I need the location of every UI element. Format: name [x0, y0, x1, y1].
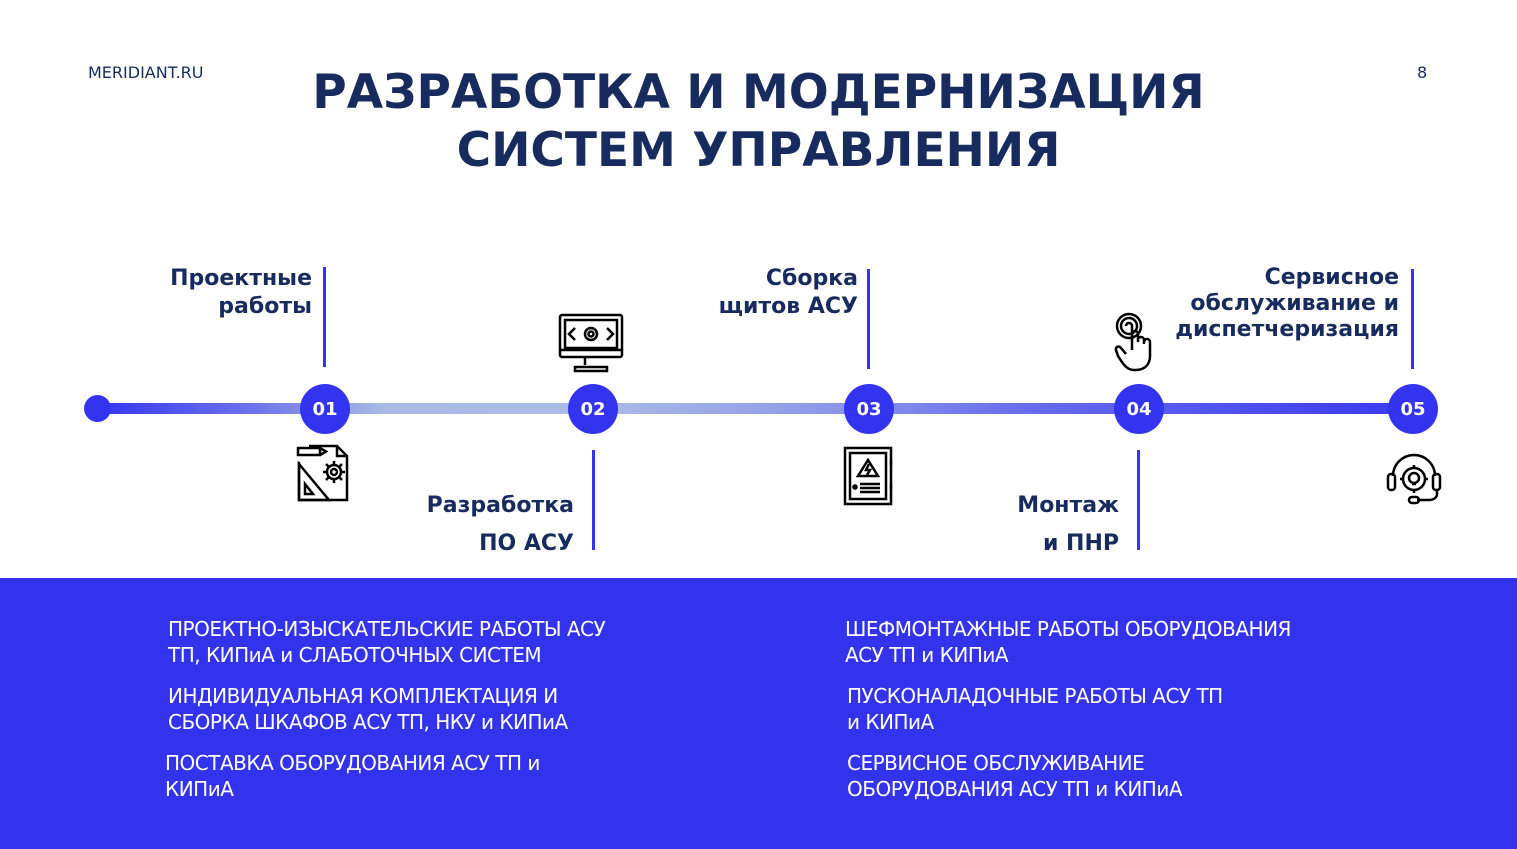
service-line: ИНДИВИДУАЛЬНАЯ КОМПЛЕКТАЦИЯ И — [168, 684, 558, 708]
step-04-node: 04 — [1114, 384, 1164, 434]
label-line: Монтаж — [1017, 493, 1119, 518]
service-line: СЕРВИСНОЕ ОБСЛУЖИВАНИЕ — [847, 751, 1145, 775]
service-line: ПРОЕКТНО-ИЗЫСКАТЕЛЬСКИЕ РАБОТЫ АСУ — [168, 617, 606, 641]
step-05-label: Сервисное обслуживание и диспетчеризация — [1175, 265, 1399, 343]
step-02-label: Разработка ПО АСУ — [427, 487, 574, 563]
service-line: ШЕФМОНТАЖНЫЕ РАБОТЫ ОБОРУДОВАНИЯ — [845, 617, 1291, 641]
step-03-label: Сборка щитов АСУ — [719, 265, 858, 321]
label-line: Сервисное — [1264, 265, 1399, 290]
service-line: и КИПиА — [847, 710, 934, 734]
service-item: ПОСТАВКА ОБОРУДОВАНИЯ АСУ ТП и КИПиА — [165, 750, 540, 802]
timeline-start-dot — [84, 395, 111, 422]
label-line: Сборка — [765, 266, 858, 291]
label-line: щитов АСУ — [718, 294, 858, 319]
label-line: обслуживание и — [1190, 291, 1399, 316]
service-item: ШЕФМОНТАЖНЫЕ РАБОТЫ ОБОРУДОВАНИЯ АСУ ТП … — [845, 616, 1291, 668]
step-01-bar — [323, 267, 326, 367]
service-item: ПРОЕКТНО-ИЗЫСКАТЕЛЬСКИЕ РАБОТЫ АСУ ТП, К… — [168, 616, 606, 668]
service-line: СБОРКА ШКАФОВ АСУ ТП, НКУ и КИПиА — [168, 710, 568, 734]
label-line: диспетчеризация — [1175, 317, 1399, 342]
step-03-node: 03 — [844, 384, 894, 434]
title-line-1: РАЗРАБОТКА И МОДЕРНИЗАЦИЯ — [312, 65, 1205, 120]
hand-touch-icon — [1114, 312, 1152, 372]
step-04-label: Монтаж и ПНР — [1017, 487, 1119, 563]
service-line: КИПиА — [165, 777, 234, 801]
service-item: ИНДИВИДУАЛЬНАЯ КОМПЛЕКТАЦИЯ И СБОРКА ШКА… — [168, 683, 568, 735]
service-item: СЕРВИСНОЕ ОБСЛУЖИВАНИЕ ОБОРУДОВАНИЯ АСУ … — [847, 750, 1183, 802]
step-04-bar — [1137, 450, 1140, 550]
step-02-node: 02 — [568, 384, 618, 434]
step-03-bar — [867, 269, 870, 369]
label-line: Разработка — [426, 493, 574, 518]
electrical-cabinet-icon — [843, 446, 893, 506]
service-line: ПОСТАВКА ОБОРУДОВАНИЯ АСУ ТП и — [165, 751, 540, 775]
step-05-node: 05 — [1388, 384, 1438, 434]
label-line: ПО АСУ — [479, 531, 574, 556]
timeline-line — [96, 403, 1412, 414]
service-item: ПУСКОНАЛАДОЧНЫЕ РАБОТЫ АСУ ТП и КИПиА — [847, 683, 1223, 735]
label-line: и ПНР — [1042, 531, 1119, 556]
headset-gear-icon — [1386, 453, 1442, 505]
label-line: работы — [218, 294, 312, 319]
title-line-2: СИСТЕМ УПРАВЛЕНИЯ — [456, 123, 1061, 178]
service-line: АСУ ТП и КИПиА — [845, 643, 1009, 667]
step-05-bar — [1411, 269, 1414, 369]
service-line: ТП, КИПиА и СЛАБОТОЧНЫХ СИСТЕМ — [168, 643, 542, 667]
label-line: Проектные — [170, 266, 312, 291]
service-line: ПУСКОНАЛАДОЧНЫЕ РАБОТЫ АСУ ТП — [847, 684, 1223, 708]
services-panel — [0, 578, 1517, 849]
page-number: 8 — [1417, 63, 1428, 82]
monitor-code-icon — [558, 313, 624, 373]
step-02-bar — [592, 450, 595, 550]
brand-logo-text: MERIDIANT.RU — [88, 63, 204, 82]
step-01-node: 01 — [300, 384, 350, 434]
blueprint-gear-icon — [296, 444, 349, 502]
page-title: РАЗРАБОТКА И МОДЕРНИЗАЦИЯ СИСТЕМ УПРАВЛЕ… — [0, 64, 1517, 180]
service-line: ОБОРУДОВАНИЯ АСУ ТП и КИПиА — [847, 777, 1183, 801]
step-01-label: Проектные работы — [170, 265, 312, 321]
